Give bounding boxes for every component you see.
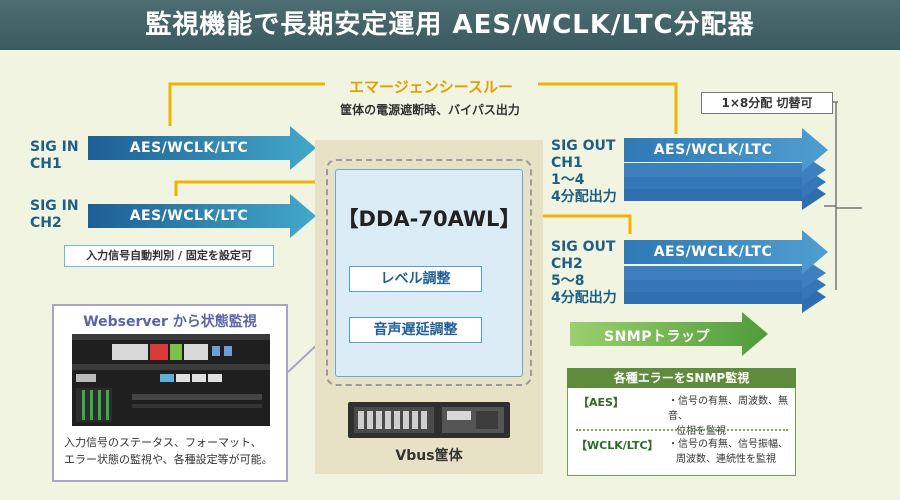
- output-ch1-label-line2: CH1: [551, 155, 583, 171]
- emergency-line: [168, 82, 678, 134]
- output-ch1-label-line3: 1～4: [551, 172, 585, 188]
- function-audio-delay: 音声遅延調整: [349, 317, 482, 343]
- input-ch2-label-line2: CH2: [30, 215, 62, 231]
- snmp-wclk-line2: 周波数、連続性を監視: [676, 454, 776, 465]
- output-ch1-label-line1: SIG OUT: [551, 138, 616, 154]
- snmp-wclk-line1: ・信号の有無、信号振幅、: [668, 439, 788, 450]
- split-mode-label: 1×8分配 切替可: [701, 92, 833, 114]
- device-model: 【DDA-70AWL】: [337, 207, 521, 231]
- snmp-aes-line2: 位相を監視: [676, 426, 726, 437]
- input-ch1-label: SIG IN CH1: [30, 139, 79, 173]
- webserver-description-line2: エラー状態の監視や、各種設定等が可能。: [64, 453, 273, 466]
- split-bracket: [820, 101, 862, 290]
- emergency-through-subtitle: 筐体の電源遮断時、バイパス出力: [340, 103, 520, 117]
- input-ch1-signal: AES/WCLK/LTC: [129, 140, 249, 156]
- snmp-divider: [576, 429, 788, 431]
- webserver-title: Webserver から状態監視: [83, 314, 257, 330]
- snmp-aes-description: ・信号の有無、周波数、無音、 位相を監視: [668, 394, 792, 439]
- device-dashed-outline: [326, 159, 532, 386]
- snmp-wclk-label: 【WCLK/LTC】: [576, 439, 659, 452]
- header-bar: [0, 0, 900, 50]
- webserver-screenshot: [72, 334, 270, 426]
- output-ch1-label: SIG OUT CH1 1～4 4分配出力: [551, 138, 617, 206]
- output-ch1-signal: AES/WCLK/LTC: [653, 142, 773, 158]
- output-stack-ch2: [624, 230, 828, 313]
- page-title: 監視機能で長期安定運用 AES/WCLK/LTC分配器: [145, 10, 755, 40]
- snmp-trap-label: SNMPトラップ: [604, 329, 710, 345]
- input-ch2-label: SIG IN CH2: [30, 198, 79, 232]
- snmp-wclk-description: ・信号の有無、信号振幅、 周波数、連続性を監視: [668, 437, 792, 467]
- output-ch2-label-line1: SIG OUT: [551, 239, 616, 255]
- output-ch1-label-line4: 4分配出力: [551, 189, 617, 205]
- output-ch2-label: SIG OUT CH2 5～8 4分配出力: [551, 239, 617, 307]
- ch2-bypass-line: [174, 180, 317, 196]
- output-stack-ch1: [624, 128, 828, 210]
- function-level-adjust: レベル調整: [349, 266, 482, 292]
- webserver-description: 入力信号のステータス、フォーマット、 エラー状態の監視や、各種設定等が可能。: [64, 434, 284, 468]
- ch2-out-line: [543, 214, 632, 234]
- snmp-arrow: [570, 312, 768, 356]
- input-ch1-label-line2: CH1: [30, 156, 62, 172]
- input-ch2-signal: AES/WCLK/LTC: [129, 208, 249, 224]
- snmp-box-title: 各種エラーをSNMP監視: [567, 368, 796, 388]
- output-ch2-label-line3: 5～8: [551, 273, 585, 289]
- output-ch2-signal: AES/WCLK/LTC: [653, 244, 773, 260]
- input-arrow-ch2: [88, 194, 316, 238]
- input-ch2-label-line1: SIG IN: [30, 198, 79, 214]
- output-ch2-label-line4: 4分配出力: [551, 290, 617, 306]
- input-ch1-label-line1: SIG IN: [30, 139, 79, 155]
- chassis-label: Vbus筐体: [395, 448, 463, 464]
- output-ch2-label-line2: CH2: [551, 256, 583, 272]
- input-arrow-ch1: [88, 126, 316, 170]
- rack-chassis-image: [348, 402, 510, 438]
- input-note: 入力信号自動判別 / 固定を設定可: [64, 245, 274, 267]
- snmp-aes-label: 【AES】: [578, 396, 624, 409]
- webserver-description-line1: 入力信号のステータス、フォーマット、: [64, 436, 262, 449]
- snmp-aes-line1: ・信号の有無、周波数、無音、: [668, 396, 788, 422]
- emergency-through-title: エマージェンシースルー: [349, 78, 513, 96]
